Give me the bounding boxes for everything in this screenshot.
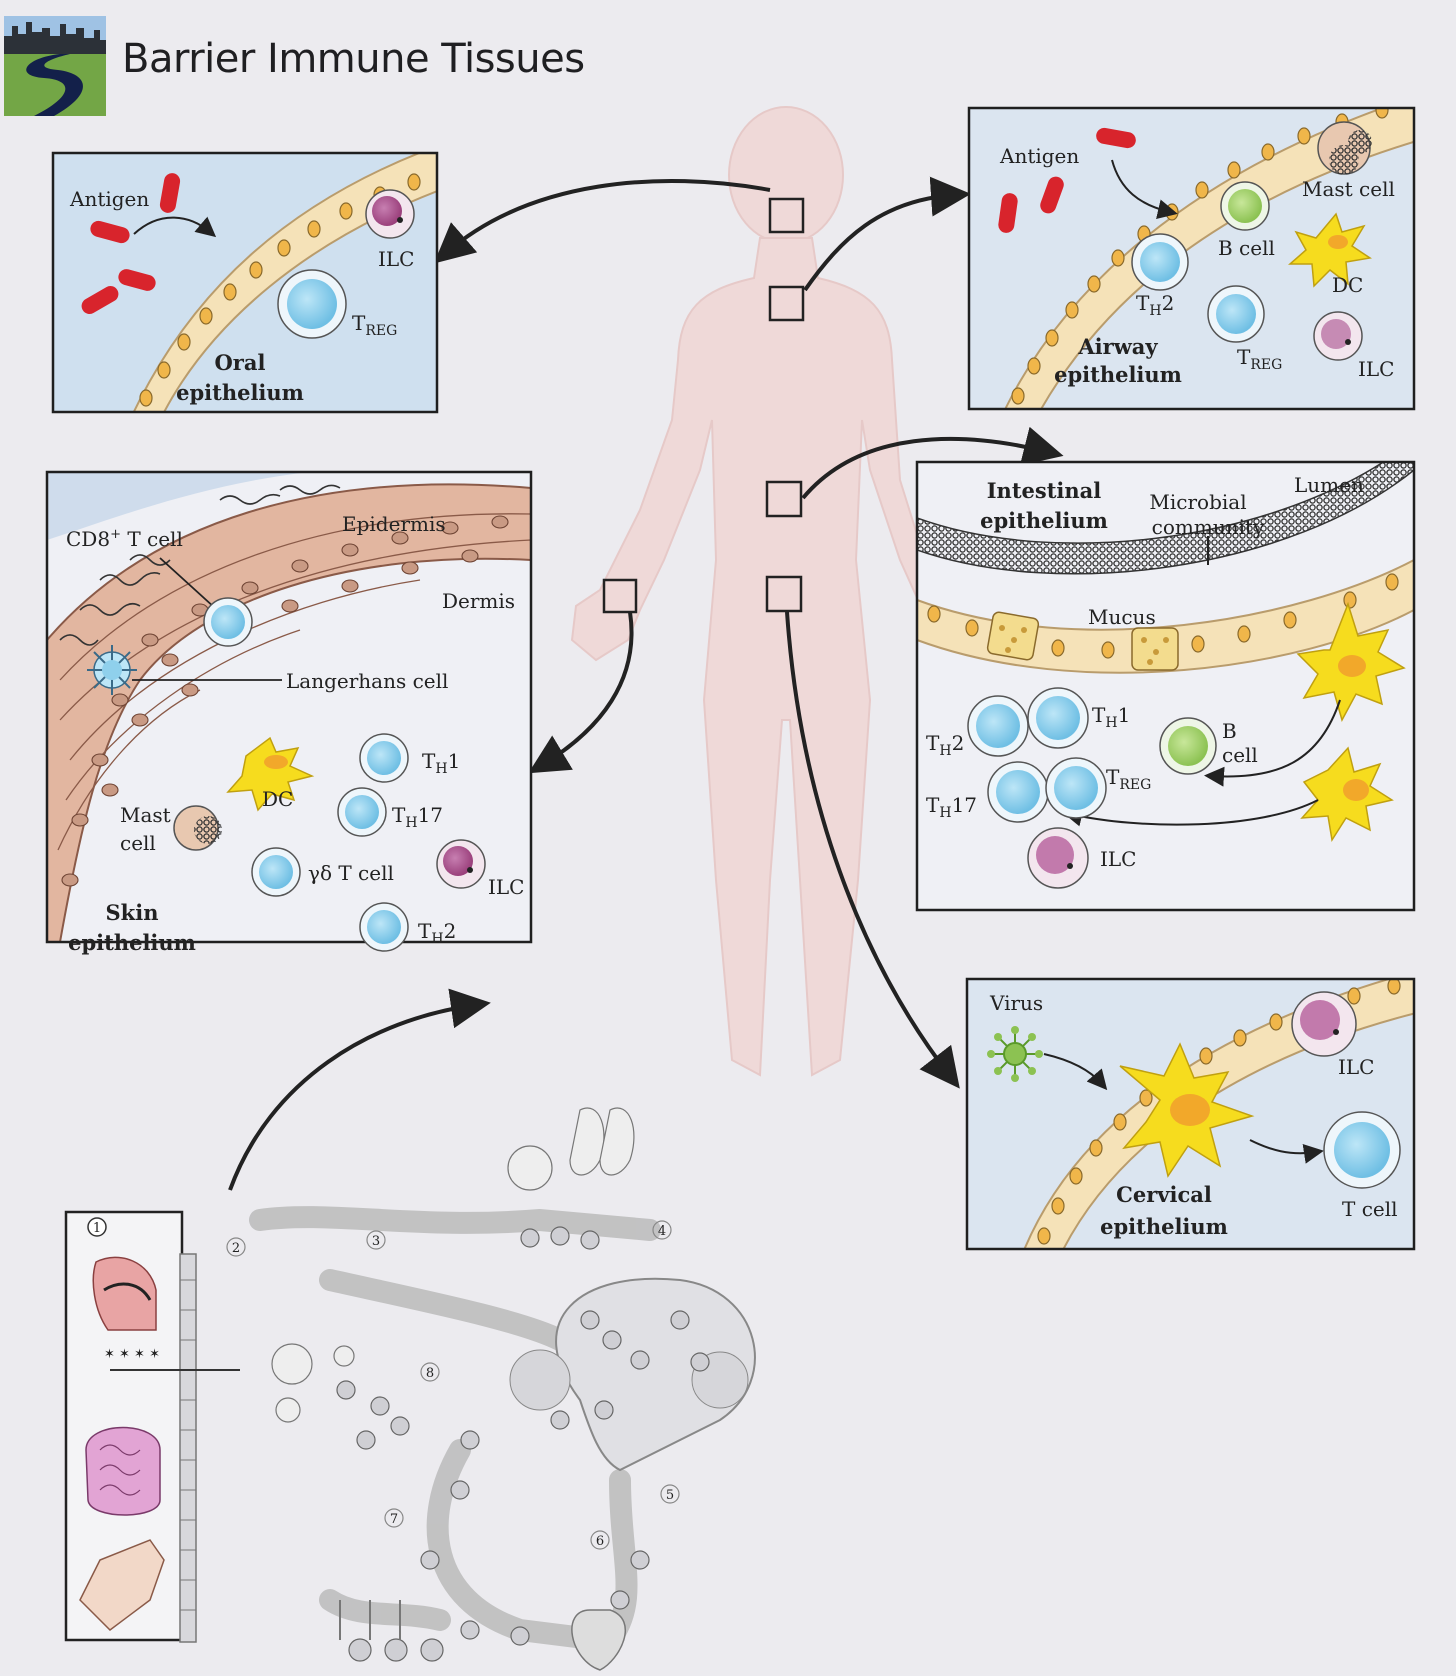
skin-title-1: Skin <box>106 900 159 925</box>
site-box-cervical[interactable] <box>765 575 803 613</box>
skin-mast-1: Mast <box>120 803 171 827</box>
skin-title-2: epithelium <box>68 930 196 955</box>
antigen-icon <box>81 173 181 314</box>
step-7: 7 <box>390 1512 398 1527</box>
oral-title-1: Oral <box>215 350 266 375</box>
oral-ilc-label: ILC <box>378 247 414 271</box>
skin-dc-label: DC <box>262 787 293 811</box>
arrow-to-cervical <box>785 611 960 1089</box>
t-cells <box>967 687 1107 823</box>
oral-title-2: epithelium <box>176 380 304 405</box>
site-box-airway[interactable] <box>768 285 805 322</box>
intestinal-th1-label: TH1 <box>1092 703 1130 731</box>
lower-diagram: ✶ ✶ ✶ ✶ <box>64 1107 756 1671</box>
airway-panel: Antigen Mast cell B cell DC TH2 TREG ILC… <box>967 106 1416 411</box>
mouth-illustration <box>92 1256 157 1331</box>
airway-antigen-label: Antigen <box>999 144 1079 168</box>
airway-mast-label: Mast cell <box>1302 177 1395 201</box>
step-4: 4 <box>658 1224 666 1239</box>
skin-epidermis-label: Epidermis <box>342 512 446 536</box>
oral-panel: Antigen ILC TREG Oral epithelium <box>51 151 439 414</box>
heart-illustration <box>571 1609 626 1671</box>
mast-cell-icon <box>1317 121 1372 175</box>
arrow-to-intestinal <box>801 426 1064 500</box>
airway-antigen-icon <box>998 127 1136 233</box>
intestinal-bcell-1: B <box>1222 719 1237 743</box>
dc-icon <box>226 736 315 812</box>
intestinal-panel: Intestinal epithelium Microbial communit… <box>915 460 1416 912</box>
page-title: Barrier Immune Tissues <box>122 36 585 82</box>
skin-gd-label: γδ T cell <box>308 861 394 885</box>
cervical-tcell-label: T cell <box>1342 1197 1398 1221</box>
step-6: 6 <box>596 1534 604 1549</box>
intestinal-th17-label: TH17 <box>926 793 977 821</box>
step-3: 3 <box>372 1234 380 1249</box>
intestinal-microbial-1: Microbial <box>1149 490 1246 514</box>
oral-antigen-label: Antigen <box>69 187 149 211</box>
step-2: 2 <box>232 1241 240 1256</box>
step-8: 8 <box>426 1366 434 1381</box>
intestinal-th2-label: TH2 <box>926 731 964 759</box>
hand-illustration <box>79 1539 165 1631</box>
cervical-virus-label: Virus <box>989 991 1043 1015</box>
skin-langerhans-label: Langerhans cell <box>286 669 448 693</box>
arrow-to-skin <box>528 611 634 774</box>
skin-cd8-label: CD8+ T cell <box>66 527 183 551</box>
site-box-skin[interactable] <box>602 578 638 614</box>
mast-cell-icon <box>173 805 222 851</box>
arrow-to-airway <box>803 176 971 292</box>
airway-title-2: epithelium <box>1054 362 1182 387</box>
dc-icon <box>1288 212 1372 288</box>
dc-icon <box>1296 601 1406 843</box>
oral-treg-label: TREG <box>352 311 397 339</box>
logo <box>4 16 106 116</box>
skin-ilc-label: ILC <box>488 875 524 899</box>
connector-arrows <box>228 176 1064 1191</box>
skin-th1-label: TH1 <box>422 749 460 777</box>
site-box-intestine[interactable] <box>765 480 803 518</box>
body-silhouette <box>570 106 927 1077</box>
airway-dc-label: DC <box>1332 273 1363 297</box>
intestinal-microbial-2: community <box>1152 515 1265 539</box>
airway-th2-label: TH2 <box>1136 291 1174 319</box>
arrow-to-oral <box>433 179 771 264</box>
airway-title-1: Airway <box>1077 334 1158 359</box>
cervical-ilc-label: ILC <box>1338 1055 1374 1079</box>
intestinal-mucus-label: Mucus <box>1088 605 1156 629</box>
step-1: 1 <box>93 1221 101 1236</box>
cervical-panel: Virus ILC T cell Cervical epithelium <box>965 977 1416 1251</box>
skin-dermis-label: Dermis <box>442 589 515 613</box>
intestinal-title-1: Intestinal <box>987 478 1102 503</box>
langerhans-cell-icon <box>87 645 137 695</box>
skin-mast-2: cell <box>120 831 156 855</box>
intestinal-treg-label: TREG <box>1106 765 1151 793</box>
airway-bcell-label: B cell <box>1218 236 1275 260</box>
intestinal-bcell-2: cell <box>1222 743 1258 767</box>
site-boxes <box>602 197 805 614</box>
cervical-title-1: Cervical <box>1116 1182 1212 1207</box>
skin-th2-label: TH2 <box>418 919 456 947</box>
skin-th17-label: TH17 <box>392 803 443 831</box>
intestine-illustration <box>85 1426 161 1516</box>
cervical-title-2: epithelium <box>1100 1214 1228 1239</box>
airway-treg-label: TREG <box>1237 345 1282 373</box>
dc-icon <box>1119 1042 1255 1178</box>
virus-icon <box>987 1026 1043 1082</box>
intestinal-lumen-label: Lumen <box>1294 473 1364 497</box>
intestinal-title-2: epithelium <box>980 508 1108 533</box>
site-box-oral[interactable] <box>768 197 805 234</box>
skin-panel: CD8+ T cell Epidermis Dermis Langerhans … <box>45 470 533 955</box>
intestinal-ilc-label: ILC <box>1100 847 1136 871</box>
step-5: 5 <box>666 1488 674 1503</box>
svg-text:✶ ✶ ✶ ✶: ✶ ✶ ✶ ✶ <box>104 1347 160 1362</box>
arrow-to-lower-diagram <box>228 988 491 1191</box>
airway-ilc-label: ILC <box>1358 357 1394 381</box>
